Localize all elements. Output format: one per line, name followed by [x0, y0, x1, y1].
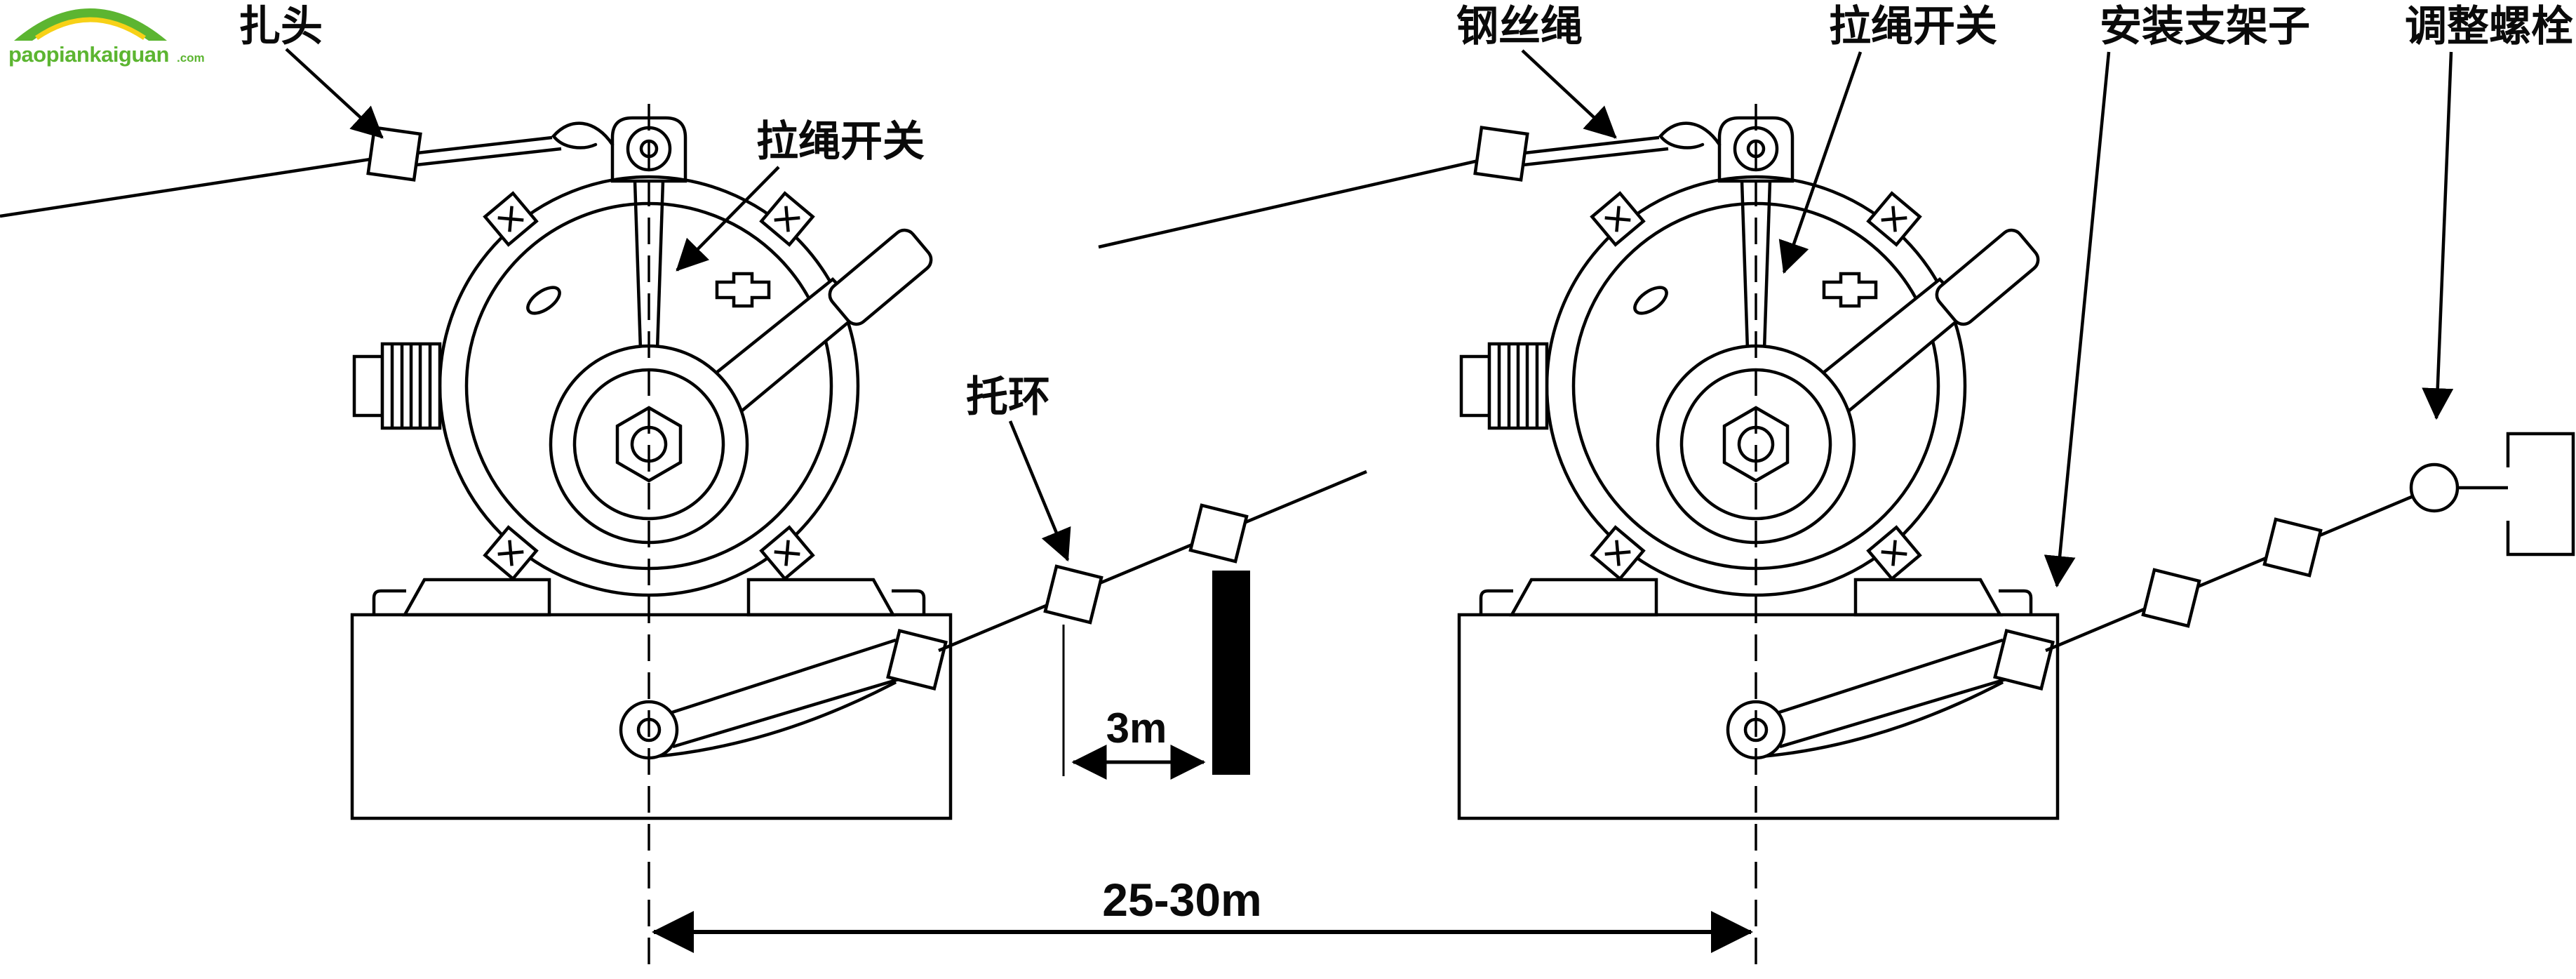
label-support-ring: 托环: [966, 373, 1050, 420]
wire-rope-left-tail: [396, 147, 562, 169]
dimension-25-30m-text: 25-30m: [1102, 874, 1262, 926]
wire-rope-right: [1098, 135, 1660, 249]
label-mounting-bracket: 安装支架子: [2100, 3, 2310, 50]
distance-marker-bar: [1212, 571, 1250, 775]
support-ring-3: [2141, 568, 2201, 628]
leader-support-ring-arrow: [1008, 420, 1071, 562]
leader-pull-rope-switch-left-arrow: [676, 166, 780, 272]
pull-rope-right: [2045, 494, 2414, 653]
watermark-arch-icon: [14, 8, 167, 41]
clamp-head-right: [1473, 126, 1529, 182]
adjusting-bolt: [2409, 462, 2460, 513]
watermark-logo: paopiankaiguan .com: [8, 8, 205, 67]
label-pull-rope-switch-left: 拉绳开关: [756, 118, 925, 165]
watermark-brand-suffix: .com: [177, 51, 205, 65]
dimension-3m: [1062, 625, 1206, 780]
leader-clamp-head-arrow: [285, 48, 384, 139]
dimension-3m-text: 3m: [1106, 705, 1167, 752]
pull-rope-left: [938, 469, 1367, 653]
label-wire-rope: 钢丝绳: [1456, 3, 1583, 50]
support-ring-1: [1043, 564, 1103, 625]
support-ring-2: [1188, 503, 1249, 564]
label-clamp-head: 扎头: [239, 3, 323, 50]
pull-rope-switch-right-device: [1459, 118, 2058, 818]
pull-rope-switch-left-device: [352, 118, 951, 818]
leader-adjusting-bolt-arrow: [2422, 51, 2454, 420]
leader-mounting-bracket-arrow: [2044, 51, 2111, 588]
leader-pull-rope-switch-right-arrow: [1778, 51, 1863, 274]
label-pull-rope-switch-right: 拉绳开关: [1829, 3, 1997, 50]
watermark-brand: paopiankaiguan: [8, 42, 169, 67]
support-ring-4: [2262, 517, 2323, 578]
leader-wire-rope-arrow: [1521, 49, 1617, 139]
watermark-arch-accent-icon: [35, 17, 146, 40]
wire-rope-right-tail: [1503, 147, 1669, 169]
clamp-head-left: [366, 126, 422, 182]
label-adjusting-bolt: 调整螺栓: [2405, 3, 2573, 50]
wall-bracket: [2506, 432, 2575, 557]
wire-rope-left: [0, 135, 553, 218]
